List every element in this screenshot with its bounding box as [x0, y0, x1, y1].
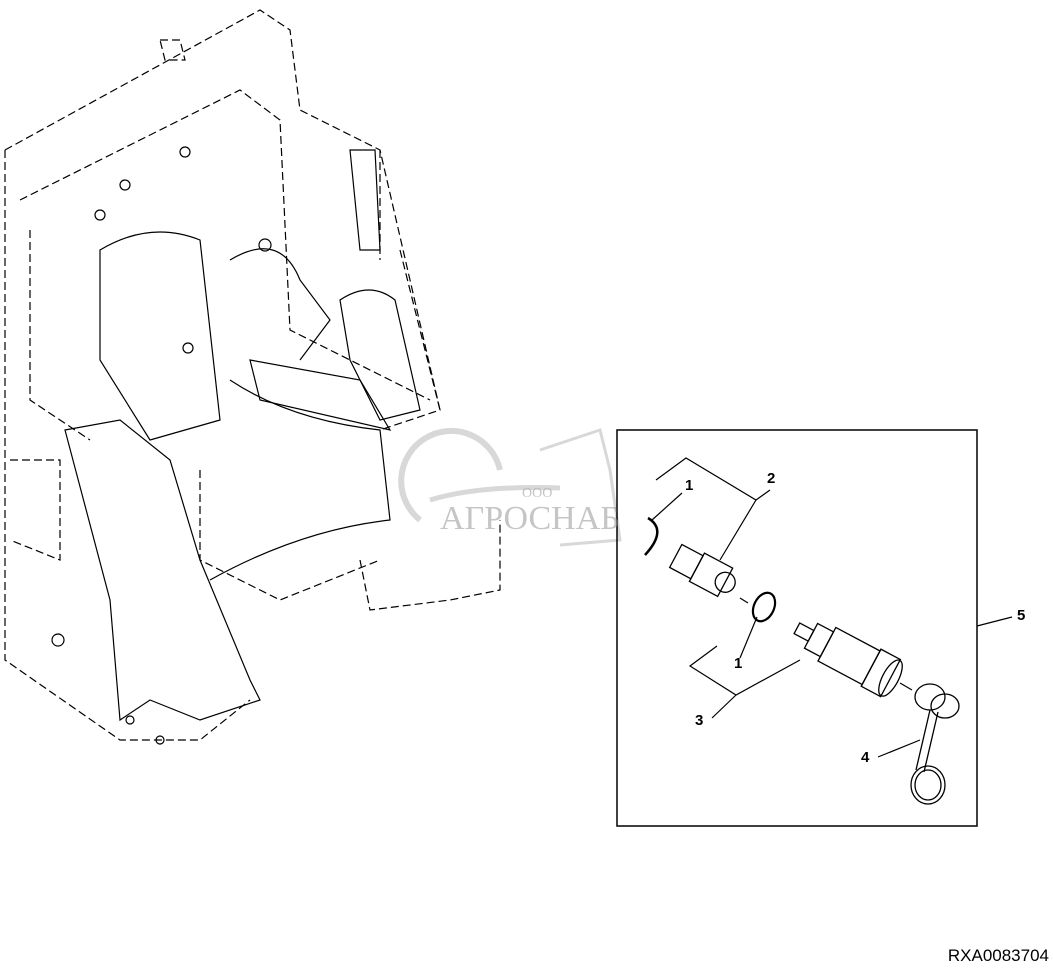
o-ring-upper-shape	[644, 516, 659, 556]
watermark-prefix: ООО	[522, 486, 553, 501]
coupler-shape	[793, 622, 903, 698]
callout-4: 4	[861, 749, 870, 766]
watermark-logo	[398, 427, 622, 547]
tractor-frame-drawing	[4, 9, 501, 745]
dust-cap-shape	[910, 683, 960, 805]
kit-box	[616, 429, 978, 827]
callout-1-upper: 1	[685, 477, 694, 494]
o-ring-lower-shape	[751, 591, 777, 623]
callout-2: 2	[767, 470, 776, 487]
callout-1-lower: 1	[734, 655, 743, 672]
callout-3: 3	[695, 712, 704, 729]
parts	[644, 516, 960, 805]
adapter-fitting-shape	[668, 543, 736, 598]
figure-code: RXA0083704	[947, 946, 1049, 965]
leader-lines	[651, 457, 1013, 758]
watermark-name: АГРОСНАБ	[440, 500, 620, 537]
callout-5: 5	[1017, 607, 1026, 624]
